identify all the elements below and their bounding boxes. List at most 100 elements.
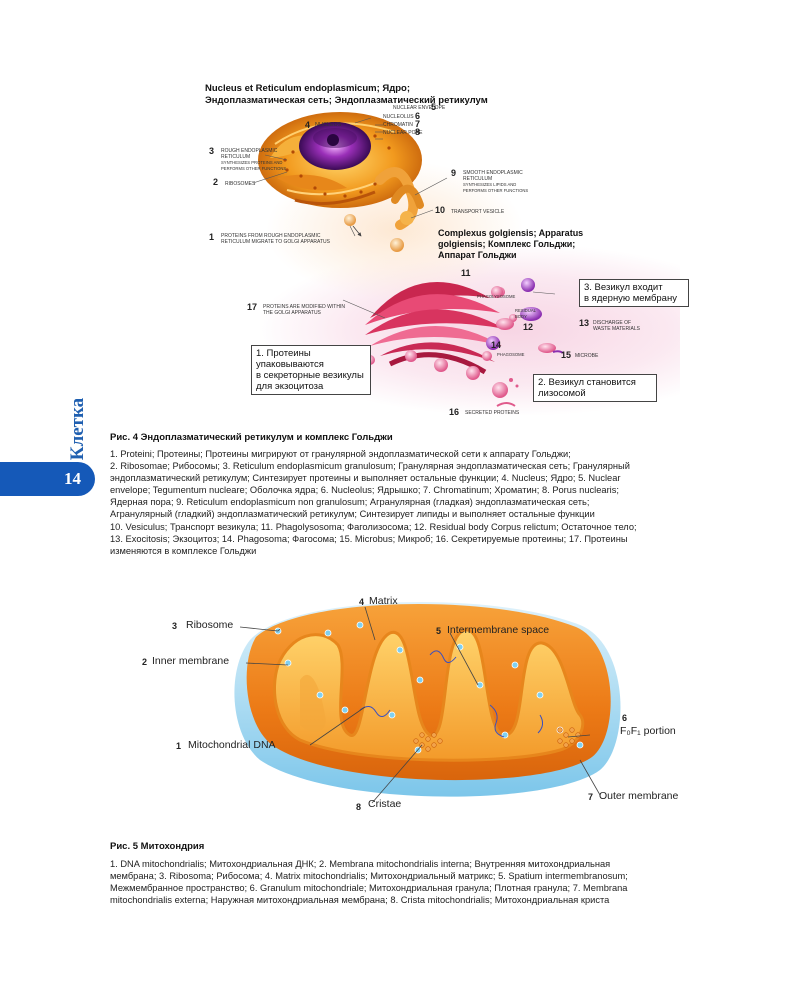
caption4-line: Ядерная пора; 9. Reticulum endoplasmicum… [110, 497, 590, 508]
label-discharge: Discharge of waste materials [593, 320, 640, 332]
callout-3-line-2: в ядерную мембрану [584, 293, 677, 304]
label-phagosome: Phagosome [497, 352, 525, 357]
label-proteins-modified: Proteins are modified within the golgi a… [263, 304, 345, 316]
chapter-side-label: Клетка [67, 397, 88, 461]
golgi-title-line-2: golgiensis; Комплекс Гольджи; [438, 239, 576, 249]
label-chromatin: Chromatin [383, 122, 413, 128]
fig4-num-14: 14 [491, 340, 502, 350]
fig4-num-9: 9 [451, 168, 457, 178]
caption5-line: mitochondrialis externa; Наружная митохо… [110, 895, 610, 906]
label-nuclear-envelope: Nuclear envelope [393, 105, 446, 111]
label-proteins-migrate: Proteins from rough endoplasmic reticulu… [221, 233, 330, 245]
figure-4-title-line-1: Nucleus et Reticulum endoplasmicum; Ядро… [205, 83, 410, 94]
fig5-num-6: 6 [622, 713, 628, 723]
callout-1-line-3: в секреторные везикулы [256, 370, 364, 381]
fig4-num-15: 15 [561, 350, 572, 360]
fig4-num-1: 1 [209, 232, 215, 242]
vesicle-pathway [405, 278, 564, 407]
mitochondrion-illustration [234, 602, 621, 804]
label-nuclear-pore: Nuclear pore [383, 130, 423, 136]
label-residual-body-line-2: body [515, 314, 527, 319]
label-smooth-er: Smooth endoplasmic reticulum synthesizes… [463, 170, 528, 194]
fig5-num-8: 8 [356, 802, 362, 812]
fig4-num-3: 3 [209, 146, 215, 156]
label-rough-er-line-4: performs other functions [221, 166, 287, 171]
fig4-num-13: 13 [579, 318, 590, 328]
page-number-tab: 14 [0, 462, 95, 496]
label-proteins-migrate-line-2: reticulum migrate to golgi apparatus [221, 239, 330, 245]
label-nucleus: Nucleus [315, 122, 342, 128]
fig4-num-7: 7 [415, 119, 421, 129]
label-microbe: Microbe [575, 353, 599, 359]
label-inner-membrane: Inner membrane [152, 655, 230, 667]
caption5-line: мембрана; 3. Ribosoma; Рибосома; 4. Matr… [110, 871, 628, 882]
fig4-num-6: 6 [415, 111, 421, 121]
figure-4-caption-body: 1. Proteini; Протеины; Протеины мигрирую… [110, 448, 730, 557]
fig4-num-8: 8 [415, 127, 421, 137]
label-smooth-er-line-4: performs other functions [463, 188, 529, 193]
fig5-num-7: 7 [588, 792, 594, 802]
caption4-line: 1. Proteini; Протеины; Протеины мигрирую… [110, 449, 571, 459]
label-residual-body: Residual body [515, 308, 536, 320]
fig4-num-2: 2 [213, 177, 219, 187]
fig4-num-16: 16 [449, 407, 460, 417]
figure-4-er-golgi: Nucleus et Reticulum endoplasmicum; Ядро… [175, 60, 695, 425]
fig4-num-11: 11 [461, 268, 471, 278]
fig5-num-3: 3 [172, 621, 178, 631]
label-transport-vesicle: Transport vesicle [451, 209, 505, 215]
label-matrix: Matrix [369, 595, 398, 607]
f0f1-granules [413, 727, 581, 752]
label-outer-membrane: Outer membrane [599, 790, 679, 802]
label-smooth-er-line-2: reticulum [463, 176, 493, 182]
golgi-title: Complexus golgiensis; Apparatus golgiens… [438, 228, 583, 261]
caption5-line: 1. DNA mitochondrialis; Митохондриальная… [110, 859, 611, 869]
callout-3-line-1: 3. Везикул входит [584, 282, 663, 293]
callout-2-lysosome: 2. Везикул становится лизосомой [533, 374, 657, 402]
label-mitochondrial-dna: Mitochondrial DNA [188, 739, 276, 751]
transport-vesicle-2 [390, 238, 404, 252]
caption4-line: envelope; Tegumentum nucleare; Оболочка … [110, 485, 619, 496]
figure-4-title-line-2: Эндоплазматическая сеть; Эндоплазматичес… [205, 95, 488, 106]
caption4-line: 2. Ribosomae; Рибосомы; 3. Reticulum end… [110, 461, 630, 472]
label-ribosome: Ribosome [186, 619, 234, 631]
callout-1-line-2: упаковываются [256, 359, 324, 370]
caption4-line: 13. Exocitosis; Экзоцитоз; 14. Phagosoma… [110, 533, 628, 544]
label-rough-er-line-3: synthesizes proteins and [221, 160, 283, 165]
label-phagolysosome: Phagolysosome [477, 294, 516, 299]
fig5-leader-lines [239, 606, 601, 804]
label-intermembrane-space: Intermembrane space [447, 624, 550, 636]
callout-1-line-4: для экзоцитоза [256, 381, 324, 392]
callout-1-packaging: 1. Протеины упаковываются в секреторные … [251, 345, 371, 395]
label-rough-er-line-1: Rough endoplasmic [221, 148, 278, 154]
transport-vesicle-1 [344, 214, 356, 226]
callout-3-nuclear-membrane: 3. Везикул входит в ядерную мембрану [579, 279, 689, 307]
fig4-num-12: 12 [523, 322, 534, 332]
label-residual-body-line-1: Residual [515, 308, 536, 313]
figure-5-mitochondrion: 4 Matrix 3 Ribosome 5 Intermembrane spac… [142, 585, 720, 825]
label-smooth-er-line-3: synthesizes lipids and [463, 182, 517, 187]
callout-1-line-1: 1. Протеины [256, 348, 311, 359]
label-ribosomes: Ribosomes [225, 181, 256, 187]
fig4-num-10: 10 [435, 205, 446, 215]
label-cristae: Cristae [368, 798, 402, 810]
inner-membrane-cristae [273, 628, 585, 762]
callout-2-line-1: 2. Везикул становится [538, 377, 636, 388]
label-discharge-line-1: Discharge of [593, 320, 632, 326]
label-discharge-line-2: waste materials [593, 326, 640, 332]
fig4-num-17: 17 [247, 302, 258, 312]
leader-lines [252, 117, 556, 319]
figure-5-caption-title: Рис. 5 Митохондрия [110, 841, 205, 852]
label-nucleolus: Nucleolus [383, 114, 414, 120]
figure-4-title: Nucleus et Reticulum endoplasmicum; Ядро… [205, 83, 488, 107]
caption4-line: эндоплазматический ретикулум; Синтезируе… [110, 473, 621, 484]
caption4-line: изменяются в комплексе Гольджи [110, 545, 257, 556]
figure-5-caption-body: 1. DNA mitochondrialis; Митохондриальная… [110, 858, 730, 906]
fig5-num-2: 2 [142, 657, 148, 667]
caption5-line: Межмембранное пространство; 6. Granulum … [110, 883, 628, 894]
label-f0f1-portion: F₀F₁ portion [620, 725, 676, 737]
figure-4-caption-title: Рис. 4 Эндоплазматический ретикулум и ко… [110, 432, 393, 443]
smooth-er [375, 167, 424, 230]
golgi-title-line-3: Аппарат Гольджи [438, 250, 517, 260]
callout-2-line-2: лизосомой [538, 388, 586, 399]
fig5-num-4: 4 [359, 597, 365, 607]
